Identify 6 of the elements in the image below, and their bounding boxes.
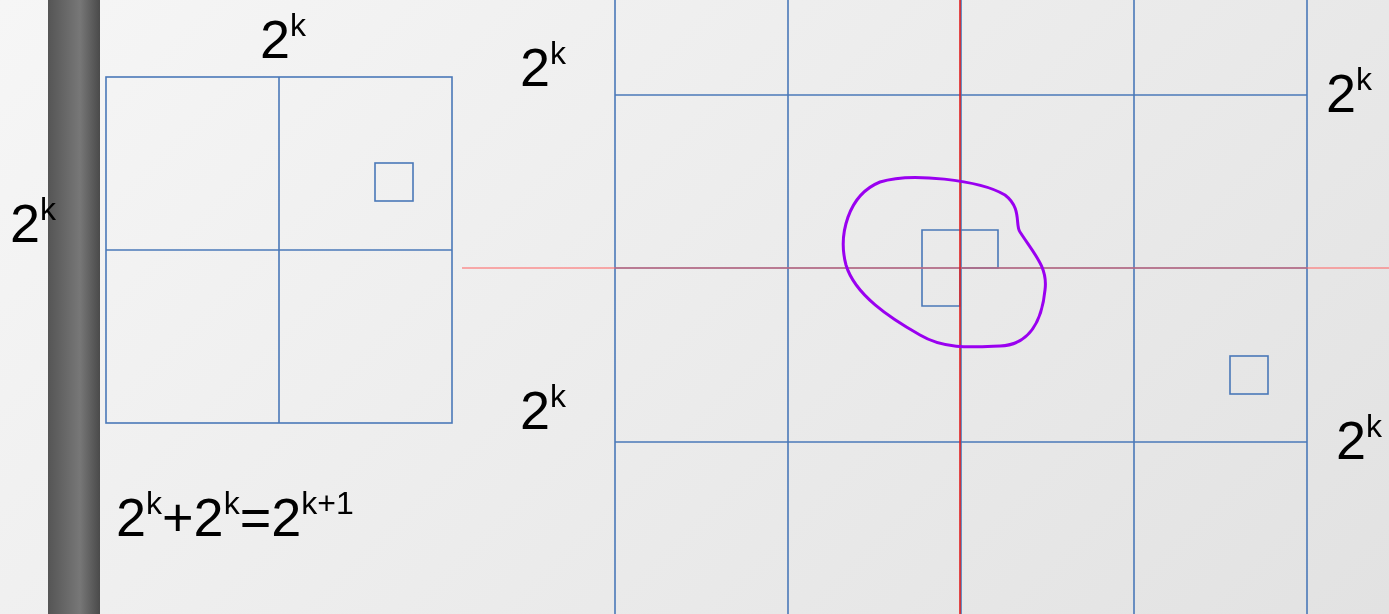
size-label: 2$^{k}$ — [520, 383, 567, 437]
equation: 2$^{k}$+2$^{k}$=2$^{k+1}$ — [116, 490, 354, 544]
size-label: 2$^{k}$ — [260, 12, 307, 66]
size-label: 2$^{k}$ — [520, 40, 567, 94]
size-label: 2$^{k}$ — [1326, 66, 1373, 120]
size-label: 2$^{k}$ — [1336, 413, 1383, 467]
